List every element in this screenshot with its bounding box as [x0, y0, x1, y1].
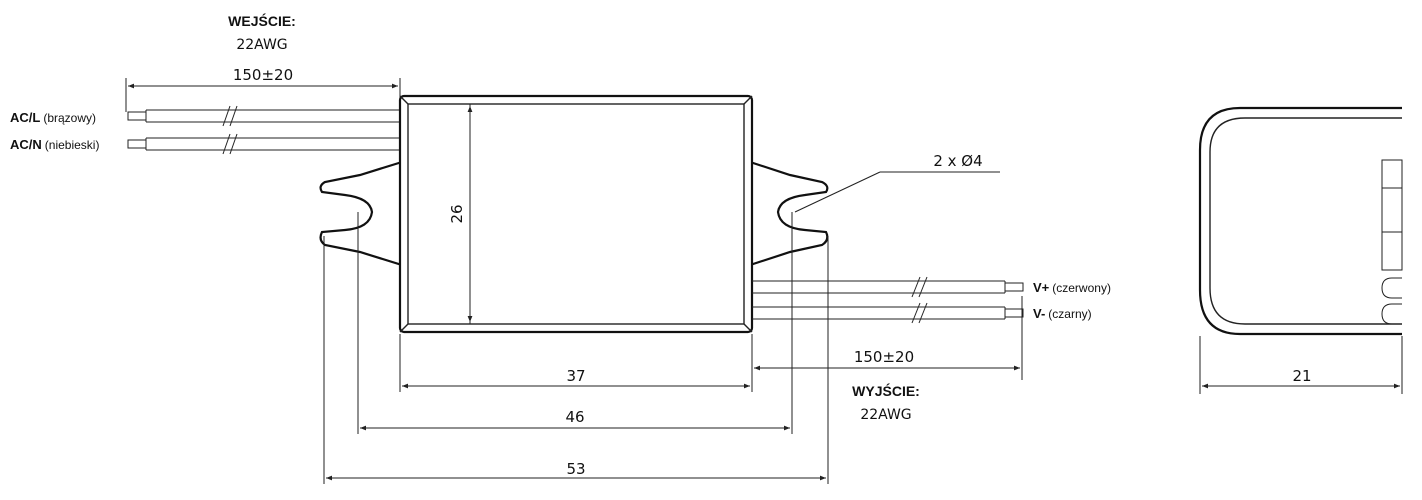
- wire-acl-label: AC/L(brązowy): [10, 110, 96, 125]
- wire-acn-label: AC/N(niebieski): [10, 137, 99, 152]
- module-side-view: [1198, 106, 1403, 336]
- input-gauge: 22AWG: [236, 37, 287, 53]
- overall-width-label: 53: [566, 460, 585, 478]
- module-top-view: [319, 94, 829, 334]
- output-gauge: 22AWG: [860, 407, 911, 423]
- body-width-dimension: 37: [399, 334, 753, 392]
- depth-label: 21: [1292, 367, 1311, 385]
- height-dimension: 26: [448, 106, 473, 322]
- holes-callout: 2 x Ø4: [794, 152, 1000, 213]
- output-length-dimension: 150±20: [754, 296, 1023, 380]
- body-width-label: 37: [566, 367, 585, 385]
- holes-label: 2 x Ø4: [933, 152, 982, 170]
- output-length-label: 150±20: [854, 348, 914, 366]
- input-wires: [127, 105, 402, 155]
- output-wires: [752, 276, 1024, 324]
- hole-spacing-dimension: 46: [357, 212, 793, 434]
- output-heading: WYJŚCIE:: [852, 382, 920, 399]
- wire-vneg-label: V-(czarny): [1033, 306, 1092, 321]
- height-label: 26: [448, 204, 466, 223]
- wire-vpos-label: V+(czerwony): [1033, 280, 1111, 295]
- overall-width-dimension: 53: [323, 236, 829, 484]
- input-length-label: 150±20: [233, 66, 293, 84]
- hole-spacing-label: 46: [565, 408, 584, 426]
- depth-dimension: 21: [1199, 336, 1403, 394]
- input-length-dimension: 150±20: [125, 66, 401, 112]
- input-heading: WEJŚCIE:: [228, 12, 296, 29]
